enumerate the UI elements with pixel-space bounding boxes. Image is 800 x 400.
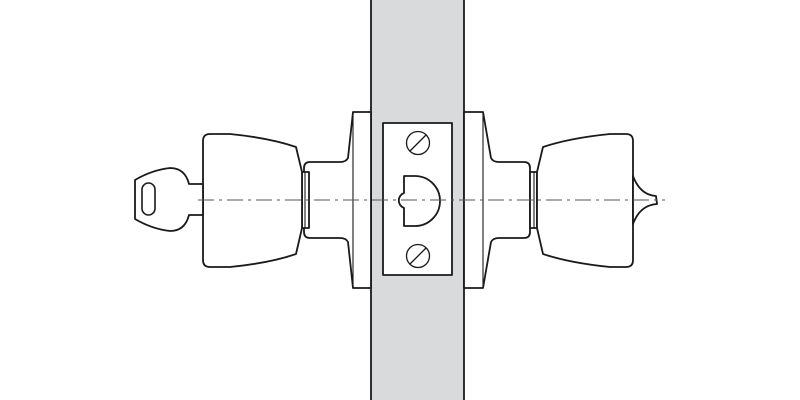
key-icon [134, 167, 204, 232]
screw-icon-bottom [405, 243, 431, 269]
exterior-knob [202, 133, 310, 268]
latch-bolt [397, 175, 441, 227]
screw-icon-top [405, 130, 431, 156]
latch-faceplate [382, 122, 453, 276]
